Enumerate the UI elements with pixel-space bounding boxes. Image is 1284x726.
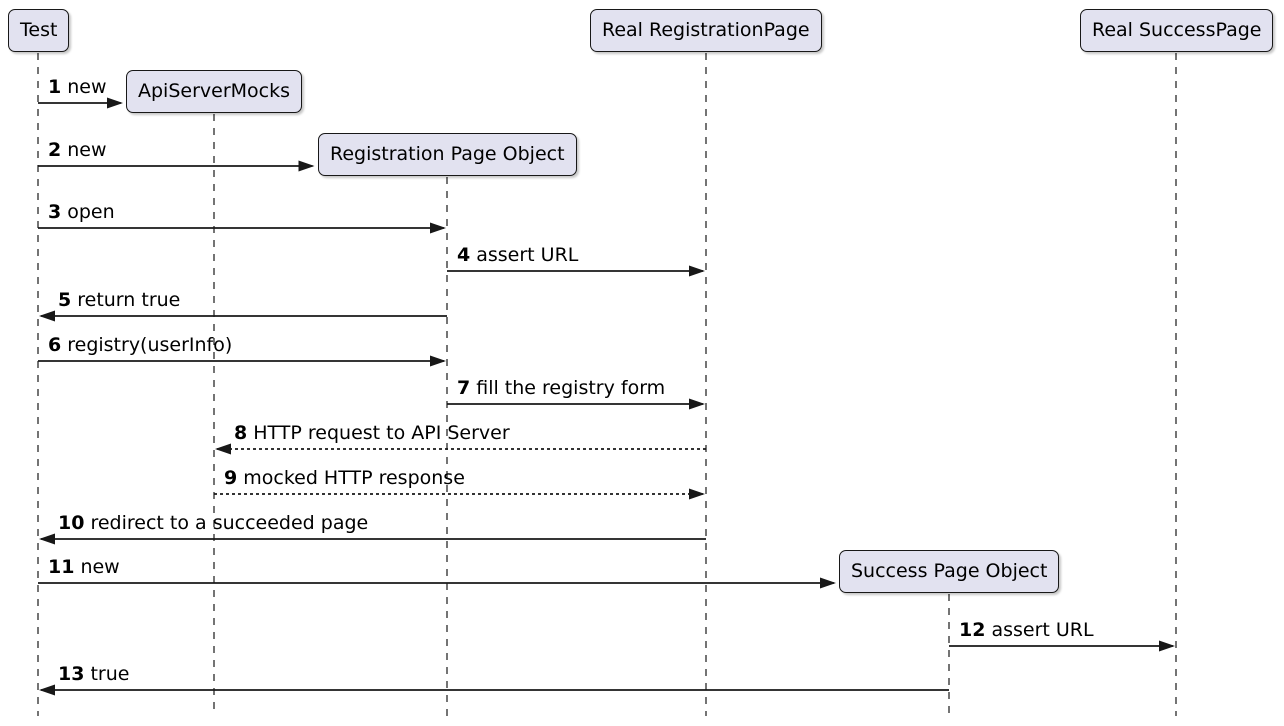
message-number: 6 [48,334,62,356]
participant-label: Test [20,19,58,41]
arrowhead-12 [1159,640,1175,652]
message-number: 9 [224,467,238,489]
message-number: 11 [48,556,75,578]
message-number: 8 [234,422,248,444]
message-number: 10 [58,512,85,534]
participant-real-success-page: Real SuccessPage [1080,9,1274,52]
participant-label: ApiServerMocks [138,80,291,102]
message-number: 5 [58,289,72,311]
message-text: true [90,663,130,685]
arrowhead-6 [430,355,446,367]
arrowhead-13 [39,684,55,696]
message-number: 1 [48,76,62,98]
participant-label: Registration Page Object [330,143,565,165]
message-text: registry(userInfo) [67,334,233,356]
arrowhead-2 [298,160,315,172]
message-number: 4 [457,244,471,266]
message-text: new [80,556,120,578]
arrowhead-8 [215,443,231,455]
arrowhead-5 [39,310,55,322]
arrowhead-9 [689,488,705,500]
message-number: 7 [457,377,471,399]
message-text: open [67,201,115,223]
arrowhead-10 [39,533,55,545]
message-number: 2 [48,139,62,161]
message-number: 3 [48,201,62,223]
participant-label: Real RegistrationPage [602,19,810,41]
arrowhead-1 [107,97,123,109]
arrowhead-3 [430,222,446,234]
message-text: redirect to a succeeded page [90,512,369,534]
message-number: 13 [58,663,85,685]
arrowhead-11 [820,577,836,589]
participant-label: Real SuccessPage [1092,19,1262,41]
message-number: 12 [959,619,986,641]
participant-test: Test [8,9,70,52]
message-text: new [67,76,107,98]
message-text: assert URL [991,619,1094,641]
participant-api-server-mocks: ApiServerMocks [126,70,303,113]
participant-real-registration-page: Real RegistrationPage [590,9,822,52]
message-text: new [67,139,107,161]
message-text: return true [77,289,181,311]
message-text: mocked HTTP response [243,467,465,489]
message-text: assert URL [476,244,579,266]
arrowhead-4 [689,265,705,277]
participant-success-page-object: Success Page Object [839,550,1060,593]
message-text: HTTP request to API Server [253,422,510,444]
participant-label: Success Page Object [851,560,1048,582]
participant-registration-page-object: Registration Page Object [318,133,577,176]
message-text: fill the registry form [476,377,666,399]
arrowhead-7 [689,398,705,410]
